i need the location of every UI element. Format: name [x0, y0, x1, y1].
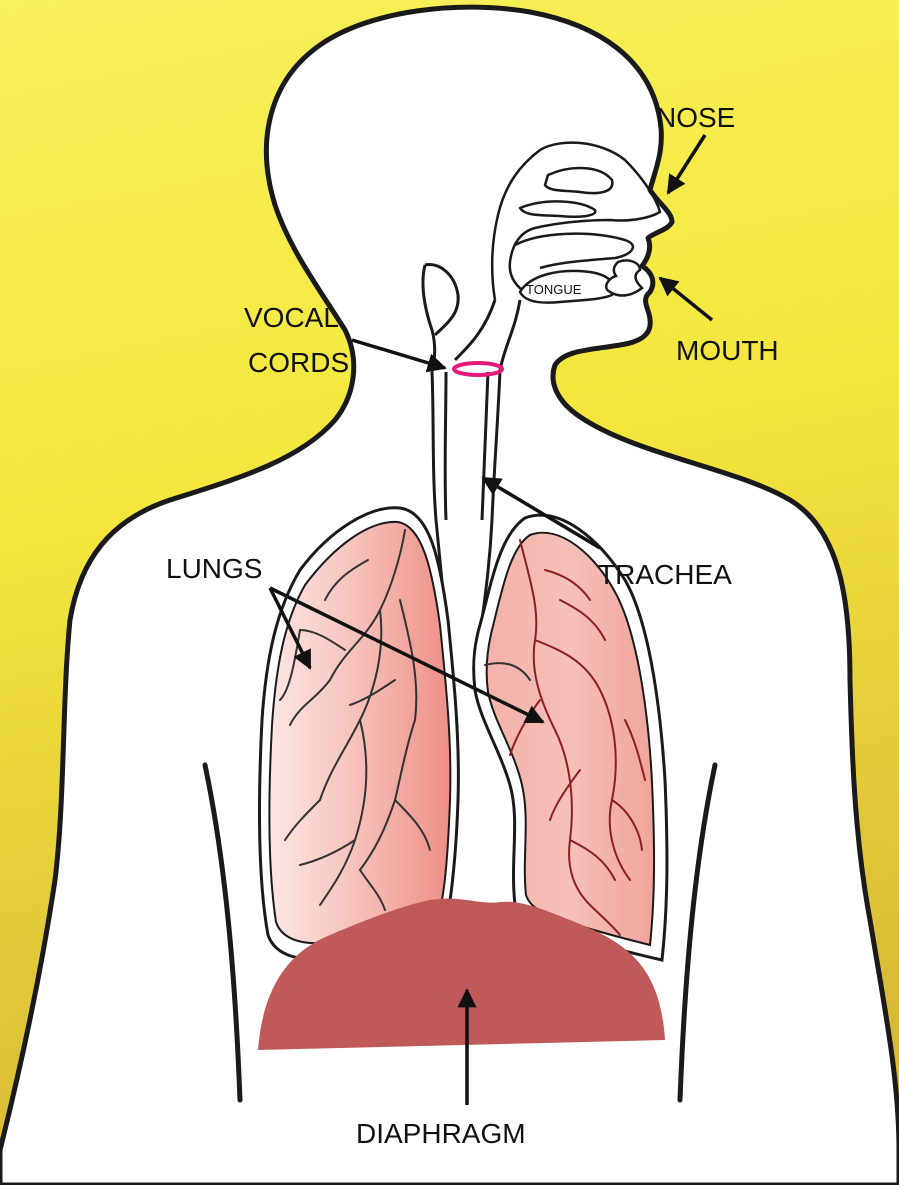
trachea-label: TRACHEA	[598, 559, 732, 590]
vocal-cords-label-line2: CORDS	[248, 347, 349, 378]
tongue-label: TONGUE	[526, 282, 582, 297]
nose-label: NOSE	[656, 102, 735, 133]
vocal-cords-label-line1: VOCAL	[244, 302, 339, 333]
lungs-label: LUNGS	[166, 553, 262, 584]
mouth-label: MOUTH	[676, 335, 779, 366]
diaphragm-label: DIAPHRAGM	[356, 1118, 526, 1149]
